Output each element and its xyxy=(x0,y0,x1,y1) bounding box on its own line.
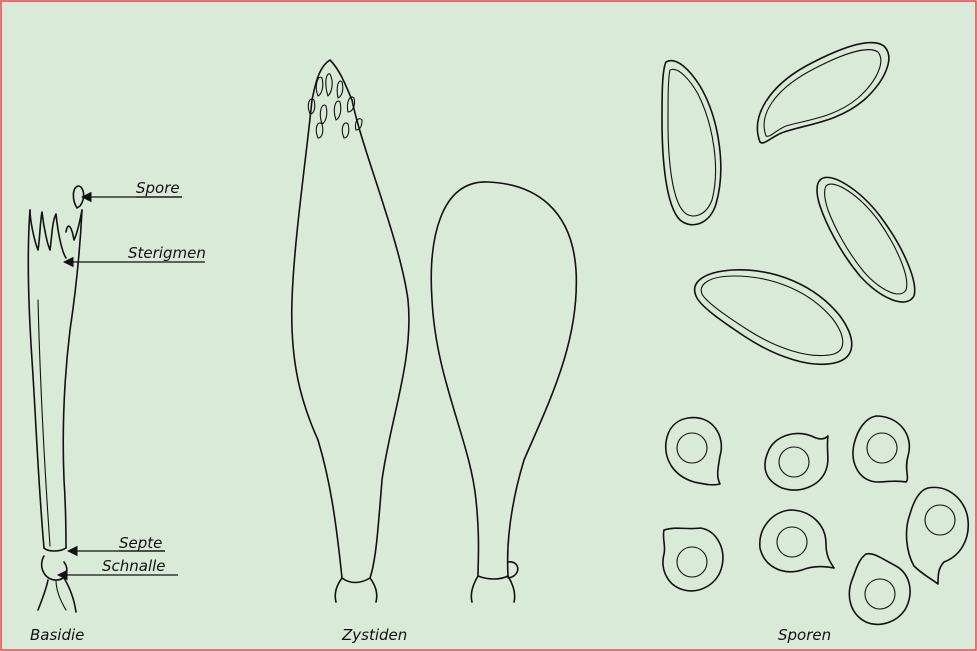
caption-zystiden: Zystiden xyxy=(341,626,407,644)
label-spore: Spore xyxy=(136,179,180,197)
label-schnalle: Schnalle xyxy=(102,557,166,575)
label-sterigmen: Sterigmen xyxy=(128,244,206,262)
caption-sporen: Sporen xyxy=(778,626,831,644)
label-septe: Septe xyxy=(119,534,162,552)
caption-basidie: Basidie xyxy=(30,626,84,644)
